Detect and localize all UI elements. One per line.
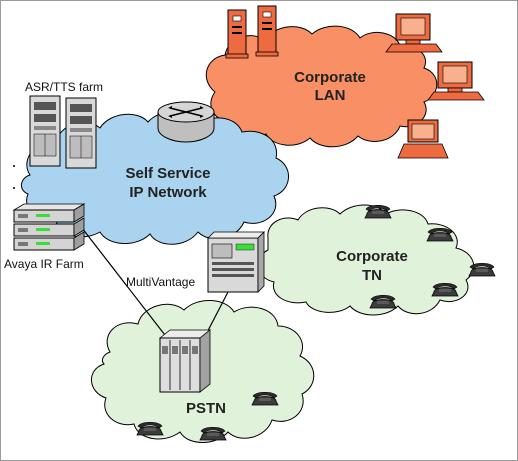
router-icon xyxy=(157,101,215,143)
telephone-icon xyxy=(369,294,397,309)
laptop-icon xyxy=(397,119,449,159)
dot-marker xyxy=(13,165,15,167)
pbx-cabinet-icon xyxy=(207,231,265,293)
telephone-icon xyxy=(199,426,227,441)
desktop-computer-icon xyxy=(427,61,485,101)
telephone-icon xyxy=(251,391,279,406)
corporate-tn-label-line1: Corporate xyxy=(336,248,408,265)
server-tower-icon xyxy=(225,9,249,59)
corporate-lan-label-line2: LAN xyxy=(315,87,346,104)
avaya-ir-farm-label: Avaya IR Farm xyxy=(4,257,84,271)
corporate-lan-label-line1: Corporate xyxy=(294,69,366,86)
telephone-icon xyxy=(364,204,392,219)
multivantage-label: MultiVantage xyxy=(126,275,195,289)
telephone-icon xyxy=(136,421,164,436)
ir-server-stack-icon xyxy=(12,203,86,251)
telephone-icon xyxy=(426,227,454,242)
server-tower-icon xyxy=(29,95,61,167)
corporate-tn-cloud xyxy=(257,204,475,316)
asr-tts-farm-label: ASR/TTS farm xyxy=(25,80,103,94)
switch-rack-icon xyxy=(158,329,212,393)
server-tower-icon xyxy=(255,5,279,57)
self-service-label-line1: Self Service xyxy=(125,165,210,182)
pstn-label: PSTN xyxy=(186,400,226,417)
self-service-label-line2: IP Network xyxy=(129,184,207,201)
corporate-tn-label-line2: TN xyxy=(362,267,382,284)
telephone-icon xyxy=(431,282,459,297)
desktop-computer-icon xyxy=(385,13,443,53)
ir-farm-to-pstn-link xyxy=(81,227,176,349)
telephone-icon xyxy=(468,262,496,277)
dot-marker xyxy=(13,187,15,189)
server-tower-icon xyxy=(65,97,97,169)
